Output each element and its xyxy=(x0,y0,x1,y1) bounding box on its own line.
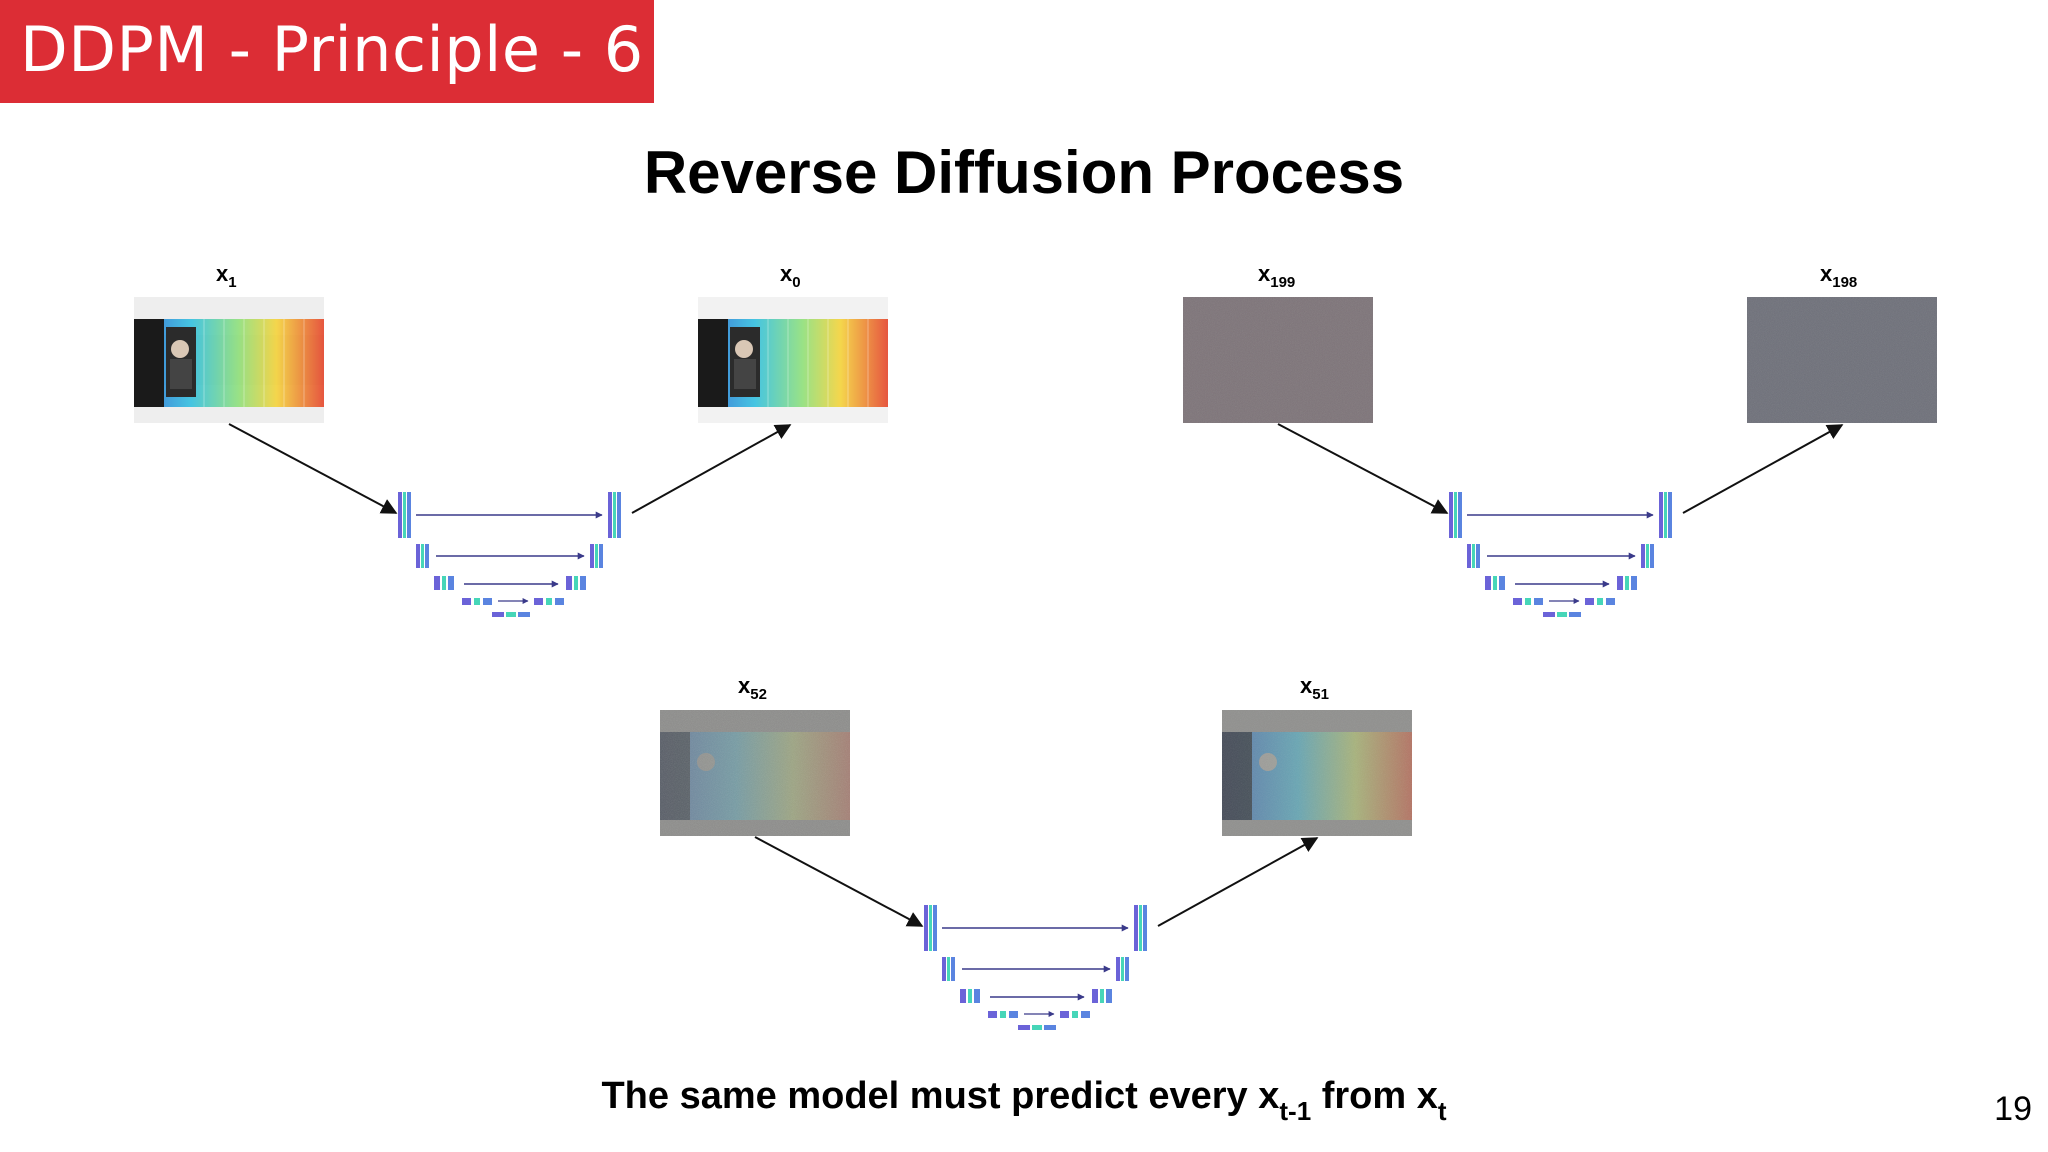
label-x198: x198 xyxy=(1820,261,1858,292)
label-x0: x0 xyxy=(780,261,801,292)
label-x199: x199 xyxy=(1258,261,1296,292)
unet-icon xyxy=(924,905,1147,1030)
arrow-icon xyxy=(754,836,924,927)
slide-title: Reverse Diffusion Process xyxy=(643,139,1405,206)
unet-icon xyxy=(398,492,621,617)
label-x52: x52 xyxy=(738,673,767,704)
arrow-icon xyxy=(1157,837,1319,927)
supercomputer-photo-x0 xyxy=(698,297,888,423)
noise-image-x198 xyxy=(1747,297,1937,423)
label-x51: x51 xyxy=(1300,673,1329,704)
header-banner: DDPM - Principle - 6 xyxy=(0,0,654,103)
arrow-icon xyxy=(631,424,792,514)
arrow-icon xyxy=(1277,423,1449,514)
label-x1: x1 xyxy=(216,261,237,292)
noisy-photo-x51 xyxy=(1222,710,1412,836)
noise-image-x199 xyxy=(1183,297,1373,423)
supercomputer-photo-x1 xyxy=(134,297,324,423)
page-title: DDPM - Principle - 6 xyxy=(20,13,644,86)
noisy-photo-x52 xyxy=(660,710,850,836)
arrow-icon xyxy=(1682,424,1844,514)
arrow-icon xyxy=(228,423,398,514)
footer-note: The same model must predict every xt-1 f… xyxy=(601,1075,1447,1126)
page-number: 19 xyxy=(1994,1090,2032,1128)
unet-icon xyxy=(1449,492,1672,617)
